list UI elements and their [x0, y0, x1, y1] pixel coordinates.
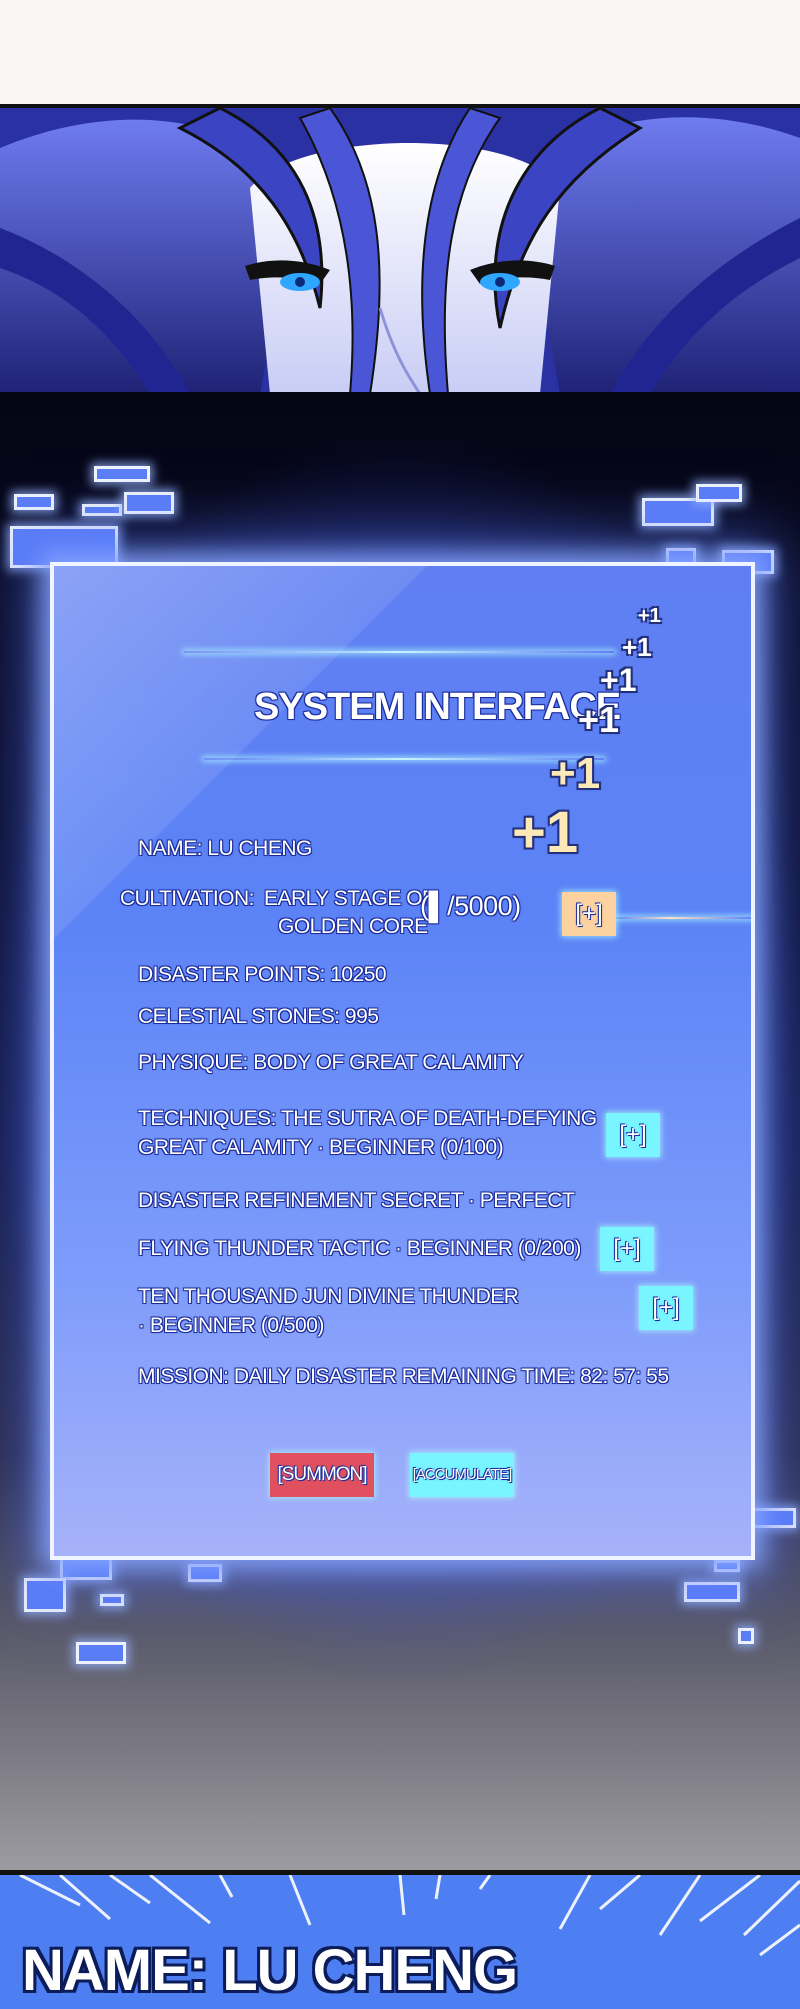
character-illustration: [0, 108, 800, 394]
decor-rect: [684, 1582, 740, 1602]
cultivation-add-button[interactable]: [+]: [562, 892, 616, 936]
decor-rect: [82, 504, 122, 516]
cultivation-progress: (▌/5000): [420, 891, 521, 921]
plus-one-effect: +1: [578, 699, 620, 740]
mission-text: MISSION: DAILY DISASTER REMAINING TIME: …: [138, 1365, 669, 1388]
disaster-points: DISASTER POINTS: 10250: [138, 963, 387, 986]
decor-rect: [752, 1508, 796, 1528]
plus-one-effect: +1: [512, 800, 579, 865]
cultivation-stage-line2: GOLDEN CORE: [278, 915, 428, 938]
panel-title: SYSTEM INTERFACE: [254, 686, 621, 728]
name-field: NAME: LU CHENG: [138, 837, 312, 860]
plus-one-effect: +1: [638, 605, 661, 627]
divine-thunder-line1: TEN THOUSAND JUN DIVINE THUNDER: [138, 1285, 519, 1308]
refinement-secret: DISASTER REFINEMENT SECRET · PERFECT: [138, 1189, 575, 1212]
decor-rect: [124, 492, 174, 514]
plus-one-effect: +1: [622, 632, 652, 662]
flying-thunder-add-button[interactable]: [+]: [600, 1227, 654, 1271]
decor-rect: [714, 1560, 740, 1572]
divine-thunder-add-button[interactable]: [+]: [639, 1286, 693, 1330]
celestial-stones: CELESTIAL STONES: 995: [138, 1005, 379, 1028]
speed-lines: [19, 1875, 800, 1957]
techniques-line1: TECHNIQUES: THE SUTRA OF DEATH-DEFYING: [138, 1107, 597, 1130]
decor-rect: [100, 1594, 124, 1606]
techniques-line2: GREAT CALAMITY · BEGINNER (0/100): [138, 1136, 504, 1159]
decor-rect: [696, 484, 742, 502]
name-banner: NAME: LU CHENG: [0, 1870, 800, 2009]
decor-rect: [76, 1642, 126, 1664]
cultivation-stage-line1: EARLY STAGE OF: [264, 887, 435, 910]
flying-thunder: FLYING THUNDER TACTIC · BEGINNER (0/200): [138, 1237, 581, 1260]
decor-rect: [738, 1628, 754, 1644]
decor-rect: [94, 466, 150, 482]
decor-rect: [642, 498, 714, 526]
decor-rect: [188, 1564, 222, 1582]
character-eyes-panel: [0, 104, 800, 398]
cultivation-beam: [614, 917, 751, 919]
title-line-bottom: [204, 758, 604, 760]
cultivation-label: CULTIVATION:: [120, 887, 255, 910]
system-interface-window: SYSTEM INTERFACE NAME: LU CHENG CULTIVAT…: [50, 562, 755, 1560]
title-line-top: [184, 651, 614, 653]
decor-rect: [14, 494, 54, 510]
banner-name-text: NAME: LU CHENG: [22, 1938, 518, 2003]
plus-one-effect: +1: [550, 749, 601, 798]
top-blank-area: [0, 0, 800, 104]
physique: PHYSIQUE: BODY OF GREAT CALAMITY: [138, 1051, 524, 1074]
summon-button[interactable]: [SUMMON]: [270, 1453, 374, 1497]
divine-thunder-line2: · BEGINNER (0/500): [138, 1314, 324, 1337]
decor-rect: [24, 1578, 66, 1612]
window-shine: [54, 566, 751, 1556]
accumulate-button[interactable]: [ACCUMULATE]: [410, 1453, 514, 1497]
techniques-add-button[interactable]: [+]: [606, 1113, 660, 1157]
plus-one-effect: +1: [600, 662, 637, 698]
